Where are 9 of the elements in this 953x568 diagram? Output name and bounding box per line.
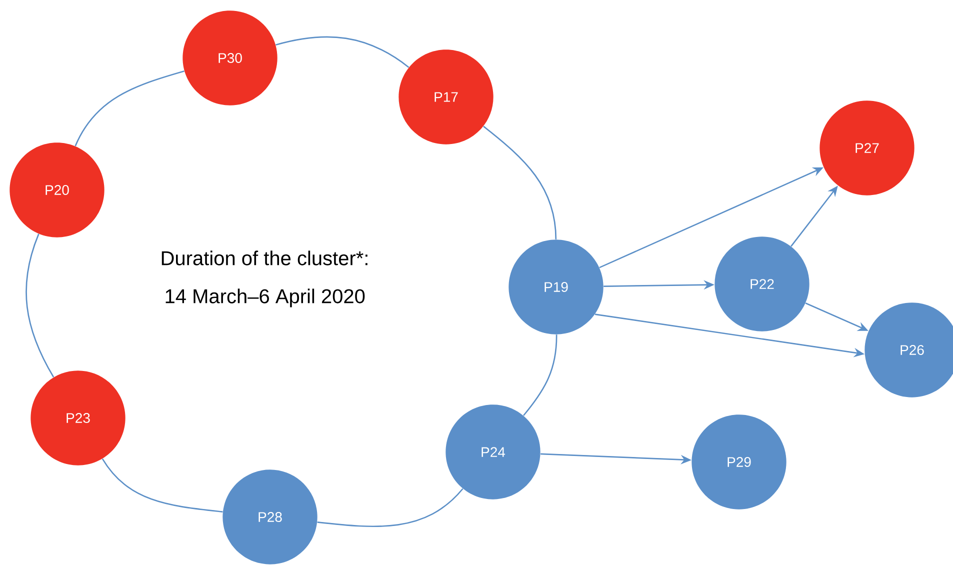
connector [26, 234, 54, 378]
connector [523, 334, 558, 416]
connector [74, 70, 184, 146]
connector [483, 126, 557, 240]
note-text: 14 March–6 April 2020 [166, 288, 365, 308]
connector [276, 36, 410, 68]
connector [317, 488, 464, 528]
note-text: Duration of the cluster*: [162, 250, 368, 266]
connector [102, 458, 223, 512]
